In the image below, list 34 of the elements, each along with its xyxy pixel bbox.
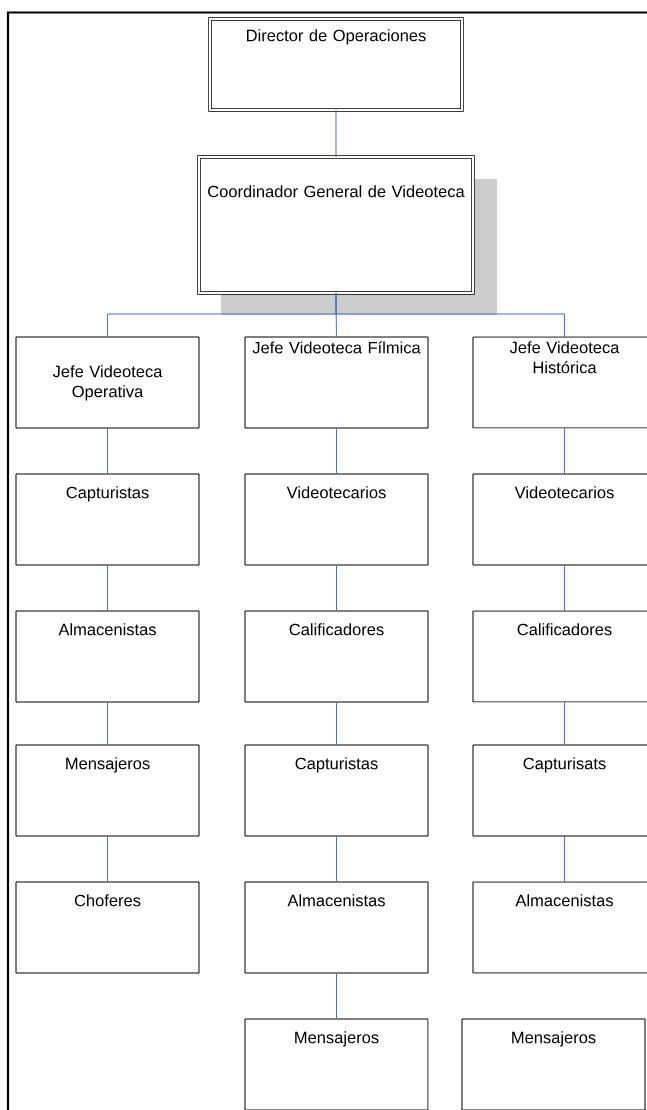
org-box: Capturisats bbox=[472, 744, 647, 837]
connector-line bbox=[336, 564, 337, 612]
connector-line bbox=[335, 109, 337, 158]
connector-line bbox=[336, 701, 337, 746]
org-box: Almacenistas bbox=[15, 610, 200, 703]
org-box: Mensajeros bbox=[244, 1018, 429, 1110]
org-box: Choferes bbox=[15, 881, 200, 974]
org-box: Director de Operaciones bbox=[208, 17, 464, 112]
org-box: Coordinador General de Videoteca bbox=[197, 155, 497, 315]
connector-line bbox=[107, 564, 108, 612]
org-box: Capturistas bbox=[15, 473, 200, 566]
connector-line bbox=[336, 972, 337, 1020]
org-box: Jefe Videoteca Histórica bbox=[472, 336, 647, 429]
connector-line bbox=[564, 427, 565, 475]
org-box: Calificadores bbox=[472, 610, 647, 703]
org-box: Capturistas bbox=[244, 744, 429, 837]
connector-line bbox=[107, 427, 108, 475]
org-box: Almacenistas bbox=[472, 881, 647, 974]
connector-line bbox=[564, 701, 565, 746]
org-box: Jefe Videoteca Operativa bbox=[15, 336, 200, 429]
connector-line bbox=[336, 835, 337, 883]
connector-line bbox=[336, 427, 337, 475]
connector-line bbox=[335, 292, 565, 338]
connector-line bbox=[107, 835, 108, 883]
connector-line bbox=[564, 835, 565, 883]
org-box: Mensajeros bbox=[461, 1018, 646, 1110]
connector-line bbox=[107, 701, 108, 746]
org-box: Almacenistas bbox=[244, 881, 429, 974]
org-box: Videotecarios bbox=[244, 473, 429, 566]
org-box: Jefe Videoteca Fílmica bbox=[244, 336, 429, 429]
connector-line bbox=[564, 564, 565, 612]
org-box: Mensajeros bbox=[15, 744, 200, 837]
org-box: Calificadores bbox=[244, 610, 429, 703]
org-box: Videotecarios bbox=[472, 473, 647, 566]
